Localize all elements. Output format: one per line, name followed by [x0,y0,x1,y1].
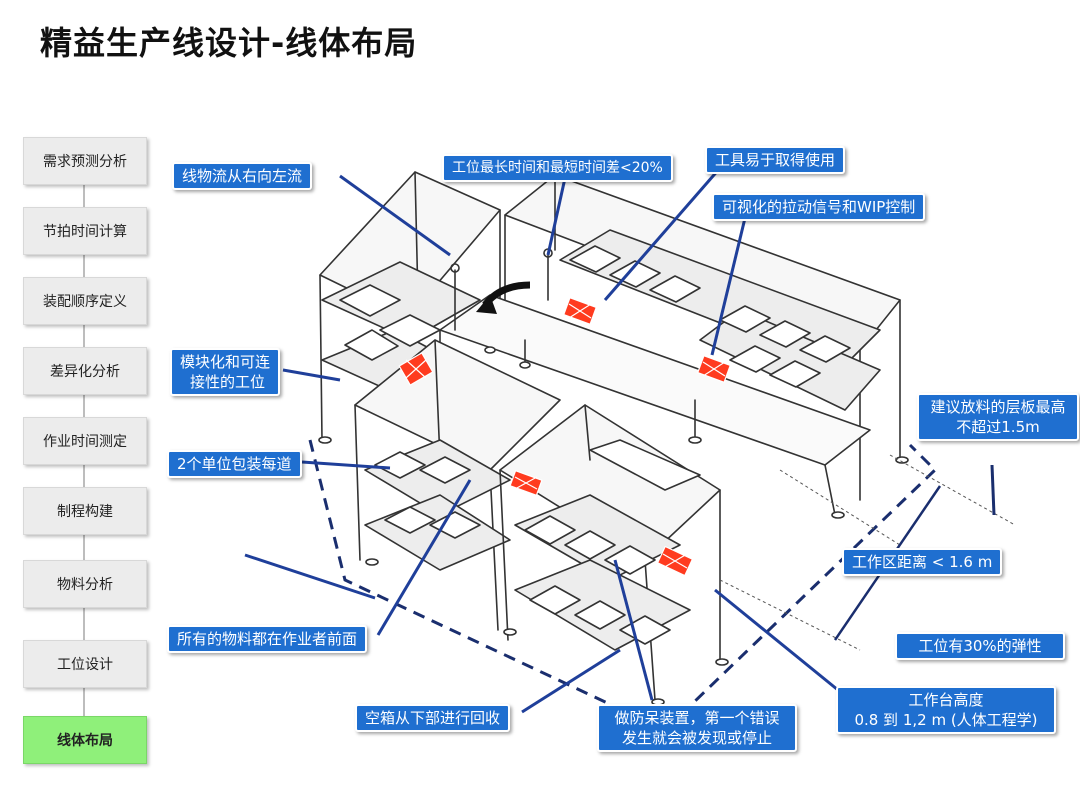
callout-bench-height-line1: 工作台高度 [908,691,984,709]
callout-materials-front: 所有的物料都在作业者前面 [167,625,368,653]
nav-item-material-analysis[interactable]: 物料分析 [23,560,147,608]
nav-item-assembly-sequence[interactable]: 装配顺序定义 [23,277,147,325]
callout-shelf-height-line2: 不超过1.5m [956,418,1040,436]
callout-modular-line1: 模块化和可连 [180,353,271,371]
signal-marker [509,469,543,497]
callout-poka-yoke: 做防呆装置，第一个错误 发生就会被发现或停止 [597,704,797,752]
callout-bench-height: 工作台高度 0.8 到 1,2 m (人体工程学) [836,686,1056,734]
nav-item-station-design[interactable]: 工位设计 [23,640,147,688]
callout-shelf-height-line1: 建议放料的层板最高 [930,398,1066,416]
callout-station-flex: 工位有30%的弹性 [895,632,1065,660]
callout-modular-stations: 模块化和可连 接性的工位 [170,348,281,396]
signal-marker [398,352,434,386]
callout-time-difference: 工位最长时间和最短时间差<20% [442,154,673,182]
signal-marker [696,354,732,384]
callout-poka-line1: 做防呆装置，第一个错误 [614,709,780,727]
nav-item-takt-time[interactable]: 节拍时间计算 [23,207,147,255]
nav-item-variance-analysis[interactable]: 差异化分析 [23,347,147,395]
nav-item-time-study[interactable]: 作业时间测定 [23,417,147,465]
callout-work-distance: 工作区距离 < 1.6 m [842,548,1003,576]
page-title: 精益生产线设计-线体布局 [40,24,418,62]
signal-marker [656,545,694,577]
callout-modular-line2: 接性的工位 [190,373,266,391]
callout-flow-direction: 线物流从右向左流 [172,162,313,190]
signal-marker [562,296,598,326]
callout-tools-easy: 工具易于取得使用 [705,146,846,174]
nav-item-process-build[interactable]: 制程构建 [23,487,147,535]
callout-bench-height-line2: 0.8 到 1,2 m (人体工程学) [854,711,1038,729]
callout-poka-line2: 发生就会被发现或停止 [621,729,772,747]
nav-item-line-layout[interactable]: 线体布局 [23,716,147,764]
callout-two-units: 2个单位包装每道 [167,450,302,478]
callout-empty-box-return: 空箱从下部进行回收 [355,704,511,732]
callout-shelf-height: 建议放料的层板最高 不超过1.5m [917,393,1079,441]
nav-item-demand-forecast[interactable]: 需求预测分析 [23,137,147,185]
callout-visual-signal: 可视化的拉动信号和WIP控制 [712,193,926,221]
